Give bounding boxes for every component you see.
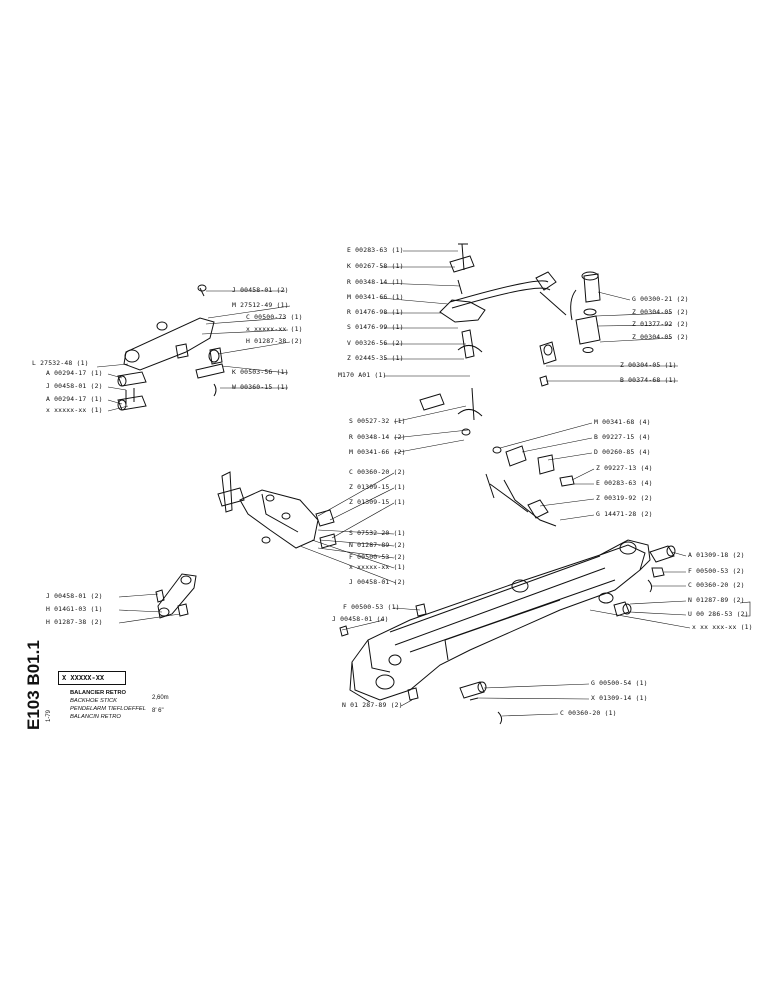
part-label: Z 00304-05 (2) <box>632 308 689 316</box>
part-label: Z 00304-05 (2) <box>632 333 689 341</box>
part-label: S 00527-32 (1) <box>349 417 406 425</box>
clamp-parts <box>486 446 574 526</box>
part-label: R 00348-14 (1) <box>347 278 404 286</box>
part-label: x xxxxx-xx (1) <box>349 563 406 571</box>
part-label: U 00 286-53 (2) <box>688 610 749 618</box>
part-label: B 09227-15 (4) <box>594 433 651 441</box>
part-label: H 01287-38 (2) <box>46 618 103 626</box>
part-label: Z 00304-05 (1) <box>620 361 677 369</box>
part-label: C 00360-20 (2) <box>688 581 745 589</box>
part-label: x xx xxx-xx (1) <box>692 623 753 631</box>
part-label: J 00458-01 (4) <box>332 615 389 623</box>
part-label: S 07532-20 (1) <box>349 529 406 537</box>
part-label: F 00500-53 (1) <box>343 603 400 611</box>
part-label: x xxxxx-xx (1) <box>246 325 303 333</box>
part-label: F 00500-53 (2) <box>349 553 406 561</box>
part-label: A 01309-18 (2) <box>688 551 745 559</box>
description-de: PENDELARM TIEFLOEFFEL <box>70 706 147 712</box>
part-label: Z 01309-15 (1) <box>349 483 406 491</box>
part-label: V 00326-56 (2) <box>347 339 404 347</box>
sheet-mark: 1-79 <box>46 709 52 722</box>
part-label: R 00348-14 (2) <box>349 433 406 441</box>
part-label: Z 02445-35 (1) <box>347 354 404 362</box>
stick-pins <box>340 546 675 724</box>
length-imperial: 8' 6" <box>152 708 164 714</box>
assembly-part-number: X XXXXX-XX <box>58 671 126 685</box>
part-label: Z 01309-15 (1) <box>349 498 406 506</box>
part-label: C 00360-20 (2) <box>349 468 406 476</box>
part-label: Z 01377-92 (2) <box>632 320 689 328</box>
description-fr: BALANCIER RETRO <box>70 690 127 696</box>
description-es: BALANCIN RETRO <box>70 714 121 720</box>
part-label: K 00267-58 (1) <box>347 262 404 270</box>
part-label: A 00294-17 (1) <box>46 369 103 377</box>
part-label: M 27512-49 (1) <box>232 301 289 309</box>
part-label: M170 A01 (1) <box>338 371 387 379</box>
part-label: N 01287-89 (2) <box>688 596 745 604</box>
backhoe-stick <box>350 540 650 702</box>
part-label: Z 09227-13 (4) <box>596 464 653 472</box>
part-label: J 00458-01 (2) <box>46 592 103 600</box>
part-label: H 014G1-03 (1) <box>46 605 103 613</box>
part-label: W 00360-15 (1) <box>232 383 289 391</box>
part-label: G 14471-28 (2) <box>596 510 653 518</box>
page-code: E103 B01.1 <box>24 640 43 730</box>
part-label: M 00341-66 (2) <box>349 448 406 456</box>
lower-link <box>156 574 196 618</box>
part-label: M 00341-68 (4) <box>594 418 651 426</box>
part-label: A 00294-17 (1) <box>46 395 103 403</box>
part-label: S 01476-99 (1) <box>347 323 404 331</box>
upper-link-arm <box>124 285 224 396</box>
part-label: N 01287-89 (2) <box>349 541 406 549</box>
title-block: E103 B01.1 1-79 <box>22 640 52 730</box>
part-label: F 00500-53 (2) <box>688 567 745 575</box>
part-label: G 00300-21 (2) <box>632 295 689 303</box>
part-label: J 00458-01 (2) <box>232 286 289 294</box>
hose-bracket-assembly <box>420 244 566 435</box>
side-links <box>118 372 146 410</box>
part-label: C 00500-73 (1) <box>246 313 303 321</box>
leader-lines <box>97 251 750 716</box>
part-label: C 00360-20 (1) <box>560 709 617 717</box>
part-label: B 00374-68 (1) <box>620 376 677 384</box>
part-label: G 00500-54 (1) <box>591 679 648 687</box>
part-label: x xxxxx-xx (1) <box>46 406 103 414</box>
part-label: J 00458-01 (2) <box>46 382 103 390</box>
part-label: Z 00319-92 (2) <box>596 494 653 502</box>
part-label: H 01287-38 (2) <box>246 337 303 345</box>
length-metric: 2,60m <box>152 695 169 701</box>
part-label: N 01 287-89 (2) <box>342 701 403 709</box>
part-label: X 01309-14 (1) <box>591 694 648 702</box>
bucket-link <box>218 472 336 548</box>
part-label: D 00260-85 (4) <box>594 448 651 456</box>
description-en: BACKHOE STICK <box>70 698 118 704</box>
part-label: R 01476-98 (1) <box>347 308 404 316</box>
part-label: J 00458-01 (2) <box>349 578 406 586</box>
part-label: E 00283-63 (1) <box>347 246 404 254</box>
part-label: M 00341-66 (1) <box>347 293 404 301</box>
valve-assembly <box>571 272 600 353</box>
part-label: E 00283-63 (4) <box>596 479 653 487</box>
part-label: K 00503-56 (1) <box>232 368 289 376</box>
part-label: L 27532-48 (1) <box>32 359 89 367</box>
